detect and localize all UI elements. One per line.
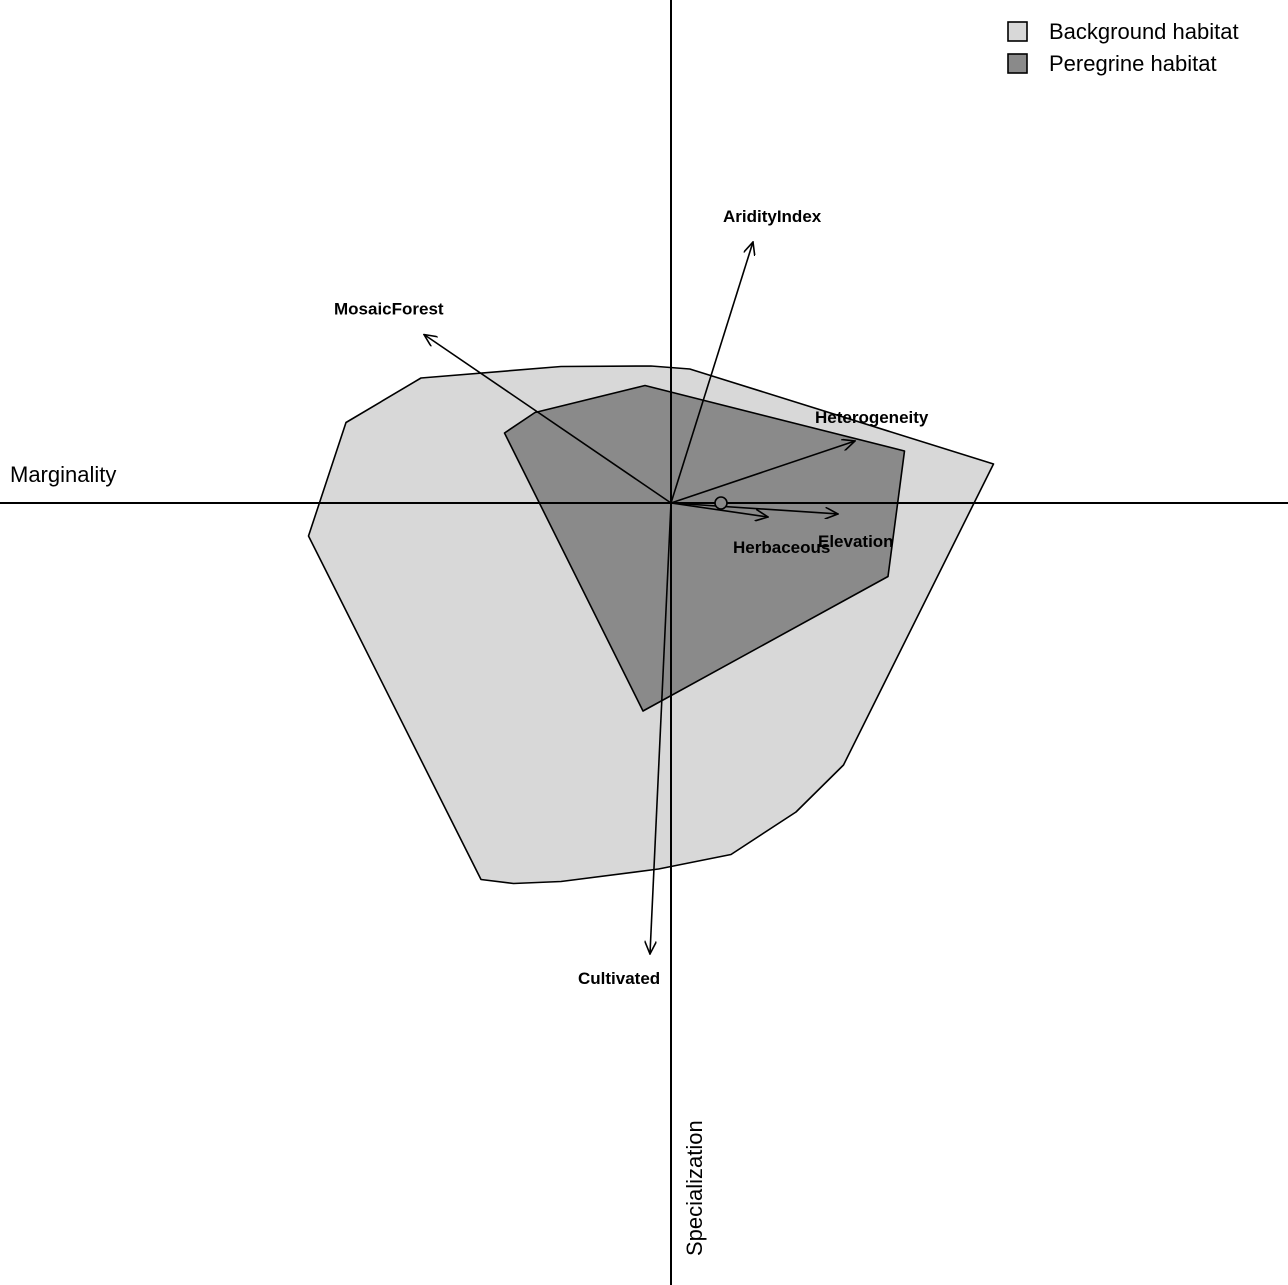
variable-vectors: AridityIndexMosaicForestHeterogeneityEle…	[334, 207, 929, 988]
heterogeneity-vector-label: Heterogeneity	[815, 408, 929, 427]
mosaicforest-vector-label: MosaicForest	[334, 300, 444, 319]
legend-swatch-peregrine-habitat	[1007, 53, 1028, 74]
elevation-vector-arrow	[670, 502, 838, 514]
cultivated-vector-label: Cultivated	[578, 969, 660, 988]
aridityindex-vector-label: AridityIndex	[723, 207, 822, 226]
aridityindex-vector-arrow	[670, 242, 753, 504]
legend-label-peregrine-habitat: Peregrine habitat	[1049, 51, 1217, 76]
y-axis-label: Specialization	[682, 1120, 707, 1256]
legend-label-background-habitat: Background habitat	[1049, 19, 1239, 44]
cultivated-vector-arrow	[650, 502, 672, 954]
habitat-polygons	[307, 365, 995, 885]
legend-swatch-background-habitat	[1007, 21, 1028, 42]
x-axis-label: Marginality	[10, 462, 116, 487]
peregrine-habitat-polygon	[503, 384, 906, 712]
centroid-layer	[714, 496, 728, 510]
heterogeneity-vector-arrow	[670, 441, 855, 504]
herbaceous-vector-label: Herbaceous	[733, 538, 830, 557]
peregrine-centroid-point	[714, 496, 728, 510]
herbaceous-vector-arrow	[670, 502, 768, 517]
elevation-vector-label: Elevation	[818, 532, 894, 551]
mosaicforest-vector-arrow	[424, 335, 672, 504]
